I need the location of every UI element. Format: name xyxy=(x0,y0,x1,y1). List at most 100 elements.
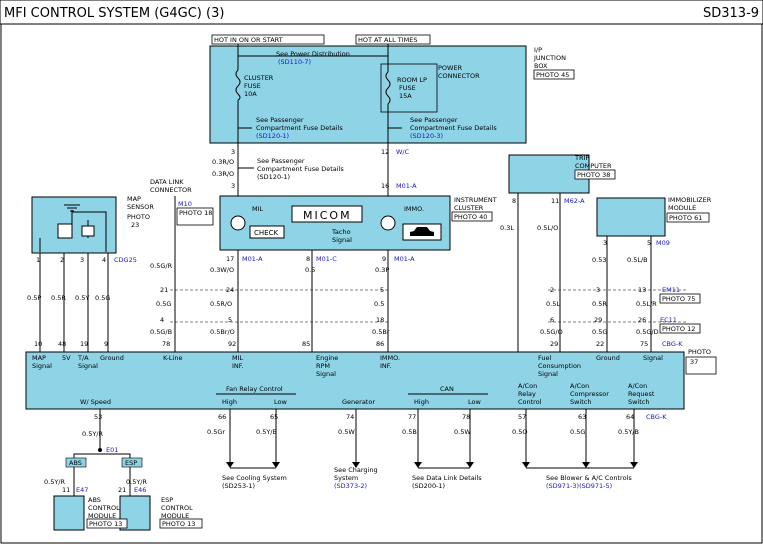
ecm-can-high: High xyxy=(414,398,429,406)
cluster-left-wire: 0.3R/O xyxy=(212,158,234,166)
em11-pin-2: 2 xyxy=(550,286,554,294)
esp-tag: ESP xyxy=(125,459,137,467)
cluster-pin-9-conn: M01-A xyxy=(394,255,415,263)
immo-module-l1: IMMOBILIZER xyxy=(668,196,712,204)
ecm-can: CAN xyxy=(440,385,454,393)
map-sensor-l1: MAP xyxy=(127,195,141,203)
bot-wire-7: 0.5G xyxy=(570,428,585,436)
cluster-fuse-l2: FUSE xyxy=(244,82,261,90)
ref-charging-1: See Charging xyxy=(334,466,378,474)
ecm-label-rpm-3: Signal xyxy=(316,370,336,378)
left-wire-label: 0.5Y/R xyxy=(82,430,103,438)
power-connector-l2: CONNECTOR xyxy=(438,72,480,80)
immo-module-l2: MODULE xyxy=(668,204,696,212)
em11-pin-5: 5 xyxy=(380,286,384,294)
map-pin-3: 3 xyxy=(80,256,84,264)
immo-photo: PHOTO 61 xyxy=(669,214,702,222)
ip-junction-l2: JUNCTION xyxy=(533,54,566,62)
passenger-ref-3-code: (SD120-1) xyxy=(257,173,290,181)
bot-pin-63: 63 xyxy=(578,413,586,421)
ecm-pin-10: 10 xyxy=(34,340,42,348)
ec11-pin-6: 6 xyxy=(550,316,554,324)
ecm-label-signal: Signal xyxy=(643,354,663,362)
diagram-frame xyxy=(0,23,763,544)
esp-pin: 21 xyxy=(118,486,126,494)
passenger-ref-1-l1: See Passenger xyxy=(256,116,304,124)
abs-photo-box xyxy=(86,518,128,529)
check-label: CHECK xyxy=(254,229,278,237)
ecm-ac-comp-3: Switch xyxy=(570,398,592,406)
bot-wire-1: 0.5Gr xyxy=(207,428,225,436)
ref-cooling-2: (SD253-1) xyxy=(222,482,255,490)
ecm-ac-comp-1: A/Con xyxy=(570,382,589,390)
cluster-pin-16: 16 xyxy=(381,182,389,190)
ecm-w-speed: W/ Speed xyxy=(80,398,111,406)
trip-conn: M62-A xyxy=(564,197,585,205)
map-pin-1: 1 xyxy=(36,256,40,264)
micom-box xyxy=(291,205,363,223)
abs-tag: ABS xyxy=(69,459,82,467)
instrument-cluster xyxy=(219,195,451,251)
tacho-l1: Tacho xyxy=(331,228,351,236)
room-fuse-l2: FUSE xyxy=(399,84,416,92)
ref-datalink-2: (SD200-1) xyxy=(412,482,445,490)
esp-conn: E46 xyxy=(134,486,146,494)
jb-pin-12-conn: W/C xyxy=(396,148,410,156)
room-fuse-l3: 15A xyxy=(399,92,412,100)
splice-name: E01 xyxy=(106,446,118,454)
dlc-photo-box xyxy=(176,207,214,226)
ecm-pin-22: 22 xyxy=(596,340,604,348)
diagram-code: SD313-9 xyxy=(703,6,759,21)
map-wire-2: 0.5R xyxy=(51,294,66,302)
trip-photo-box xyxy=(574,169,616,180)
ec-wire-4: 0.5G/O xyxy=(540,328,563,336)
em11-pin-21: 21 xyxy=(160,286,168,294)
ec-wire-1: 0.5G/B xyxy=(150,328,172,336)
dlc-wire-label: 0.5G/R xyxy=(150,262,173,270)
esp-tag-box xyxy=(121,457,143,468)
esp-module-1: ESP xyxy=(161,496,173,504)
ref-cooling-1: See Cooling System xyxy=(222,474,287,482)
map-sensor-photo-num: 23 xyxy=(131,221,139,229)
bot-pin-65: 65 xyxy=(270,413,278,421)
ecm-label-map-1: MAP xyxy=(32,354,46,362)
mid-wire-2: 0.5R/O xyxy=(210,300,232,308)
ecm-pin-86: 86 xyxy=(376,340,384,348)
ecm-fan-relay: Fan Relay Control xyxy=(226,385,283,393)
cluster-fuse-l1: CLUSTER xyxy=(244,74,274,82)
cluster-bottom-wires xyxy=(237,250,389,352)
dlc-photo: PHOTO 18 xyxy=(179,209,212,217)
trip-label-l2: COMPUTER xyxy=(575,162,612,170)
ecm-ac-req-3: Switch xyxy=(628,398,650,406)
trip-label-l1: TRIP xyxy=(574,154,589,162)
hot-all-times-label-box xyxy=(355,34,431,45)
power-connector-l1: POWER xyxy=(438,64,463,72)
abs-photo: PHOTO 13 xyxy=(89,520,122,528)
ecm-pin-92: 92 xyxy=(228,340,236,348)
cluster-pin-16-conn: M01-A xyxy=(396,182,417,190)
passenger-ref-2-l1: See Passenger xyxy=(410,116,458,124)
immobilizer-module xyxy=(596,197,666,237)
cluster-left-wire-2: 0.3R/O xyxy=(212,170,234,178)
passenger-ref-3-l2: Compartment Fuse Details xyxy=(257,165,344,173)
ecm-label-ta-1: T/A xyxy=(77,354,89,362)
em11-photo: PHOTO 75 xyxy=(662,295,695,303)
diagram-title: MFI CONTROL SYSTEM (G4GC) (3) xyxy=(4,6,224,21)
cluster-pin-17-conn: M01-A xyxy=(242,255,263,263)
splice-node xyxy=(98,448,102,452)
immo-wire-1: 0.53 xyxy=(592,256,606,264)
cluster-wire-1: 0.3W/O xyxy=(210,266,234,274)
room-fuse-l1: ROOM LP xyxy=(397,76,427,84)
bot-conn: CBG-K xyxy=(646,413,667,421)
immo-label: IMMO. xyxy=(404,205,424,213)
cluster-pin-9: 9 xyxy=(382,255,386,263)
map-sensor-photo: PHOTO xyxy=(127,213,150,221)
trip-wire-2: 0.5L/O xyxy=(537,224,558,232)
passenger-ref-3-l1: See Passenger xyxy=(257,157,305,165)
ecm-generator: Generator xyxy=(342,398,375,406)
bot-pin-53: 53 xyxy=(94,413,102,421)
ecm-pin-78: 78 xyxy=(162,340,170,348)
ecm-fan-high: High xyxy=(222,398,237,406)
power-connector-box xyxy=(380,63,438,113)
